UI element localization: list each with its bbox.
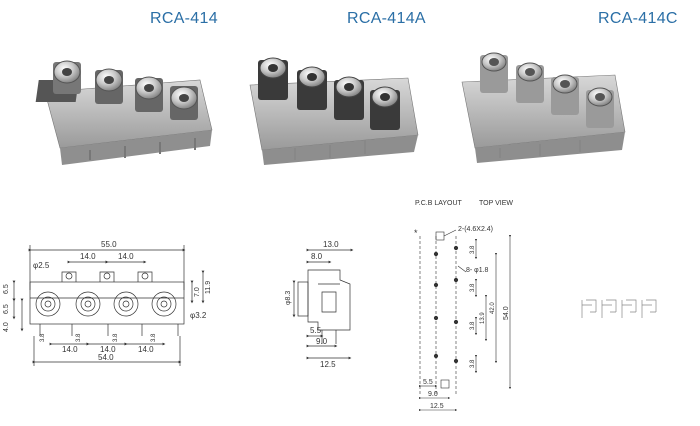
pcb-dim-3-8-c: 3.8 — [470, 321, 476, 330]
pcb-dim-3-8-a: 3.8 — [470, 245, 476, 254]
dim-phi-2-5: φ2.5 — [33, 261, 50, 270]
product-photo-rca-414c — [461, 52, 626, 163]
dim-12-5: 12.5 — [320, 360, 336, 369]
dim-11-9: 11.9 — [205, 281, 212, 294]
dim-3-8-c: 3.8 — [113, 333, 119, 342]
model-title-rca-414: RCA-414 — [150, 10, 218, 27]
dim-3-8-b: 3.8 — [76, 333, 82, 342]
model-title-rca-414c: RCA-414C — [598, 10, 678, 27]
dim-6-5-b: 6.5 — [3, 304, 10, 314]
dim-8-0: 8.0 — [311, 252, 323, 261]
dim-7-0: 7.0 — [194, 287, 201, 297]
dim-6-5-a: 6.5 — [3, 284, 10, 294]
product-photo-rca-414 — [35, 60, 213, 165]
dim-14-0-a: 14.0 — [80, 252, 96, 261]
side-view-labels: 13.0 8.0 φ8.3 5.5 9.0 12.5 — [285, 240, 339, 369]
pcb-dim-5-5: 5.5 — [423, 379, 433, 386]
pcb-dim-13-9: 13.9 — [480, 312, 486, 324]
pcb-dim-3-8-d: 3.8 — [470, 359, 476, 368]
pcb-dim-9-0: 9.0 — [428, 391, 438, 398]
pcb-view: TOP VIEW — [479, 200, 513, 207]
pcb-layout-drawing — [418, 229, 512, 412]
pcb-dim-42-0: 42.0 — [490, 302, 496, 314]
pcb-holes-label: 8- φ1.8 — [466, 267, 489, 274]
dim-14-0-b: 14.0 — [118, 252, 134, 261]
dim-phi-3-2: φ3.2 — [190, 311, 207, 320]
dim-phi-8-3: φ8.3 — [285, 291, 292, 305]
pcb-dim-54-0: 54.0 — [503, 306, 510, 320]
pcb-origin-star: * — [414, 228, 418, 238]
dim-3-8-d: 3.8 — [151, 333, 157, 342]
pcb-dim-3-8-b: 3.8 — [470, 283, 476, 292]
pcb-heading: P.C.B LAYOUT — [415, 200, 463, 207]
pcb-slot-label: 2-(4.6X2.4) — [458, 226, 493, 233]
front-view-drawing — [12, 245, 205, 366]
model-title-rca-414a: RCA-414A — [347, 10, 426, 27]
dim-14-0-e: 14.0 — [138, 345, 154, 354]
dim-54-0: 54.0 — [98, 353, 114, 362]
front-view-labels: 55.0 14.0 14.0 φ2.5 6.5 6.5 4.0 7.0 11.9… — [3, 240, 212, 362]
schematic-symbols — [581, 299, 657, 318]
pcb-layout-labels: P.C.B LAYOUT TOP VIEW * 2-(4.6X2.4) 8- φ… — [414, 200, 513, 410]
dim-3-8-a: 3.8 — [40, 333, 46, 342]
dim-5-5: 5.5 — [310, 326, 322, 335]
product-photo-rca-414a — [249, 57, 419, 165]
dim-14-0-d: 14.0 — [100, 345, 116, 354]
pcb-dim-12-5: 12.5 — [430, 403, 444, 410]
dim-14-0-c: 14.0 — [62, 345, 78, 354]
dim-13-0: 13.0 — [323, 240, 339, 249]
dim-4-0: 4.0 — [3, 322, 10, 332]
side-view-drawing — [292, 248, 354, 360]
dim-55-0: 55.0 — [101, 240, 117, 249]
dim-9-0: 9.0 — [316, 337, 328, 346]
